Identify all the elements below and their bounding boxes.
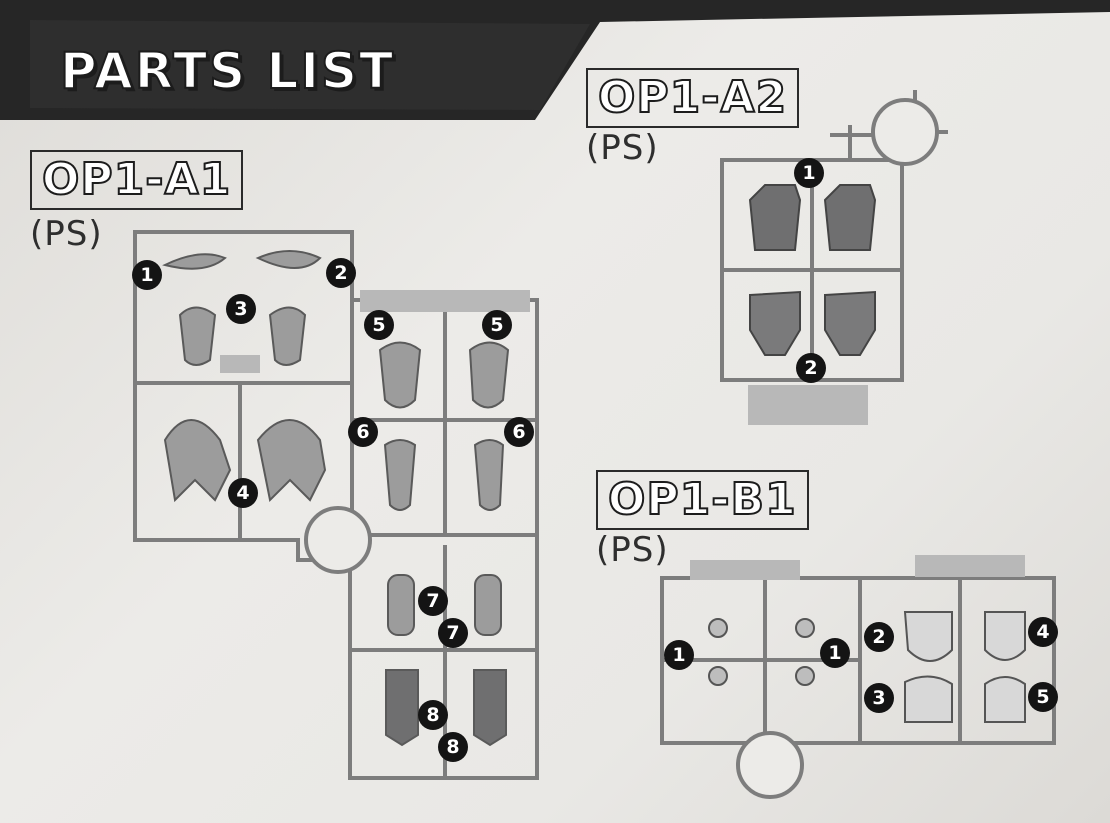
part-a1-5b [468,341,510,409]
part-number-badge: 3 [226,294,256,324]
runner-tag-a1 [360,290,530,312]
part-number-badge: 6 [504,417,534,447]
part-a2-2b [824,290,876,356]
runner-gate-a1 [220,355,260,373]
part-a1-7b [474,574,502,636]
parts-op1-a2 [748,184,877,356]
part-a1-4b [256,419,327,503]
part-number-badge: 2 [796,353,826,383]
part-b1-4 [984,611,1026,661]
part-number-badge: 2 [864,622,894,652]
runner-tag-b1-right [915,555,1025,577]
part-a1-6a [383,439,417,511]
part-a1-6b [473,439,505,511]
parts-op1-b1 [708,611,1026,723]
part-b1-5 [984,676,1026,723]
runner-frame-op1-b1 [660,576,1056,799]
frame-ring-b1 [736,731,804,799]
part-number-badge: 1 [820,638,850,668]
sheet-title-op1-b1: OP1-B1 [596,470,809,530]
runner-tag-b1 [690,560,800,580]
part-a2-1b [823,184,877,251]
part-a1-2 [255,250,322,269]
part-number-badge: 4 [228,478,258,508]
part-b1-1b [708,666,728,686]
frame-ring-a1 [304,506,372,574]
part-a2-1a [748,184,802,251]
part-number-badge: 2 [326,258,356,288]
part-number-badge: 8 [418,700,448,730]
part-number-badge: 5 [364,310,394,340]
part-a1-3a [178,306,217,366]
part-number-badge: 8 [438,732,468,762]
sheet-material-op1-b1: (PS) [596,530,669,570]
part-a1-5a [378,341,422,409]
part-a1-8a [385,669,419,747]
sheet-material-op1-a1: (PS) [30,214,103,254]
part-number-badge: 1 [664,640,694,670]
parts-list-banner [0,0,1110,120]
part-a2-2a [749,290,801,356]
part-a1-4a [163,419,232,503]
part-number-badge: 5 [1028,682,1058,712]
part-b1-3 [904,675,953,723]
banner-inner [30,20,590,110]
part-a1-1 [162,253,227,270]
part-number-badge: 7 [438,618,468,648]
part-number-badge: 7 [418,586,448,616]
part-a1-7a [387,574,415,636]
part-b1-1d [795,666,815,686]
part-number-badge: 1 [132,260,162,290]
part-number-badge: 5 [482,310,512,340]
part-b1-1c [795,618,815,638]
runner-frame-op1-a2 [720,90,948,382]
sheet-title-op1-a1: OP1-A1 [30,150,244,210]
part-a1-3b [268,306,307,366]
part-a1-8b [473,669,507,747]
runner-tag-a2 [748,385,868,425]
sheet-material-op1-a2: (PS) [586,128,659,168]
part-number-badge: 1 [794,158,824,188]
page-title: PARTS LIST [59,41,396,101]
part-number-badge: 6 [348,417,378,447]
sheet-title-op1-a2: OP1-A2 [586,68,800,128]
part-number-badge: 4 [1028,617,1058,647]
part-b1-2 [903,611,953,662]
part-b1-1a [708,618,728,638]
part-number-badge: 3 [864,683,894,713]
parts-op1-a1 [162,250,510,747]
